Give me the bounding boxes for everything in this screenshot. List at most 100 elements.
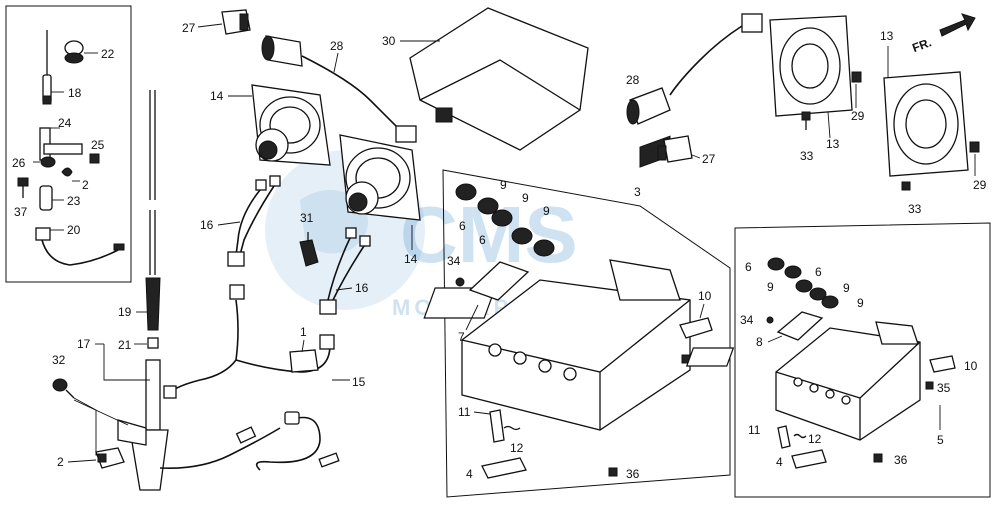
screw-part-33-a <box>801 111 811 130</box>
label-15: 15 <box>352 375 366 389</box>
label-17: 17 <box>77 337 91 351</box>
label-13-b: 13 <box>880 29 894 43</box>
label-24: 24 <box>58 116 72 130</box>
label-22: 22 <box>101 47 115 61</box>
clip-part-2-inset <box>61 167 80 182</box>
label-1: 1 <box>300 325 307 339</box>
label-10-sec: 10 <box>964 359 978 373</box>
clip-part-11-main <box>489 409 505 443</box>
screw-part-36-main <box>608 467 618 477</box>
label-2-inset: 2 <box>82 178 89 192</box>
screw-part-32 <box>52 378 75 399</box>
direction-label: FR. <box>910 35 933 55</box>
collar-part-23 <box>39 185 64 211</box>
inset-box-secondary-unit <box>734 222 991 498</box>
label-27-right: 27 <box>702 152 716 166</box>
inset-box-main-unit <box>442 169 731 498</box>
label-13-a: 13 <box>826 137 840 151</box>
label-29-b: 29 <box>973 178 987 192</box>
clamp-part-31 <box>299 232 319 267</box>
antenna-cap-part <box>64 40 98 64</box>
main-harness-part-15 <box>163 284 335 399</box>
label-33-b: 33 <box>908 202 922 216</box>
label-7: 7 <box>458 330 465 344</box>
antenna-feed-cable <box>159 411 340 471</box>
label-34-main: 34 <box>447 254 461 268</box>
antenna-mast-part <box>117 90 169 491</box>
speaker-harness-part-16-left <box>227 175 281 267</box>
antenna-cable-part-20 <box>35 227 125 266</box>
label-2: 2 <box>57 455 64 469</box>
label-11-main: 11 <box>458 405 471 419</box>
label-20: 20 <box>67 223 81 237</box>
label-29-a: 29 <box>851 109 865 123</box>
label-8: 8 <box>756 335 763 349</box>
front-arrow-icon <box>939 13 976 37</box>
spring-part-12-sec <box>793 433 807 439</box>
label-19: 19 <box>118 305 132 319</box>
label-3: 3 <box>634 185 641 199</box>
label-9-sec-c: 9 <box>857 296 864 310</box>
lid-part-8 <box>776 311 824 341</box>
screw-part-35-sec <box>925 381 934 390</box>
label-9-main-a: 9 <box>500 178 507 192</box>
clip-part-29-b <box>969 141 980 153</box>
clip-part-11-sec <box>777 425 791 449</box>
label-9-main-c: 9 <box>543 204 550 218</box>
label-18: 18 <box>68 86 82 100</box>
label-25: 25 <box>91 138 105 152</box>
washer-part-26 <box>33 156 56 168</box>
label-16-left: 16 <box>200 218 214 232</box>
label-4-main: 4 <box>466 467 473 481</box>
label-10-main: 10 <box>698 289 712 303</box>
speaker-part-13-right-a <box>769 15 853 117</box>
label-9-sec-a: 9 <box>767 280 774 294</box>
label-4-sec: 4 <box>776 455 783 469</box>
speaker-part-14-left <box>251 84 331 166</box>
label-9-main-b: 9 <box>522 191 529 205</box>
label-33-a: 33 <box>800 149 814 163</box>
label-35-sec: 35 <box>937 381 951 395</box>
connector-cover-part-27-left <box>221 9 251 35</box>
label-12-sec: 12 <box>808 432 822 446</box>
lid-part-7 <box>468 261 530 301</box>
antenna-tip-part <box>42 30 64 105</box>
label-16-right: 16 <box>355 281 369 295</box>
plate-part-4-main <box>481 457 527 479</box>
screw-part-34-main <box>455 277 465 287</box>
cover-part-30 <box>409 7 589 151</box>
label-14-center: 14 <box>404 252 418 266</box>
label-6-sec-a: 6 <box>745 260 752 274</box>
speaker-part-14-center <box>339 134 421 221</box>
label-6-sec-b: 6 <box>815 265 822 279</box>
label-34-sec: 34 <box>740 313 754 327</box>
plate-part-4-sec <box>791 449 827 469</box>
label-30: 30 <box>382 34 396 48</box>
label-31: 31 <box>300 211 314 225</box>
connector-cover-part-27-right <box>657 135 693 163</box>
bracket-part-10-main <box>679 317 713 339</box>
clip-part-2 <box>95 447 125 469</box>
speaker-harness-part-16-right <box>319 227 371 315</box>
screw-part-33-b <box>901 181 911 191</box>
label-37: 37 <box>14 205 28 219</box>
inset-box-antenna-parts <box>5 5 132 283</box>
label-28-right: 28 <box>626 73 640 87</box>
label-11-sec: 11 <box>748 423 761 437</box>
label-26: 26 <box>12 156 26 170</box>
clip-part-29-a <box>851 71 862 83</box>
bracket-part-10-sec <box>929 355 956 373</box>
spring-part-12-main <box>503 425 521 431</box>
audio-unit-part-5 <box>685 321 921 441</box>
label-36-sec: 36 <box>894 453 908 467</box>
label-9-sec-b: 9 <box>843 281 850 295</box>
label-6-main-a: 6 <box>459 219 466 233</box>
label-36-main: 36 <box>626 467 640 481</box>
screw-part-34-sec <box>766 316 774 324</box>
screw-part-37 <box>17 177 29 198</box>
antenna-bracket-part <box>39 127 83 161</box>
label-27-left: 27 <box>182 21 196 35</box>
nut-part-25 <box>89 153 100 164</box>
screw-part-36-sec <box>873 453 883 463</box>
